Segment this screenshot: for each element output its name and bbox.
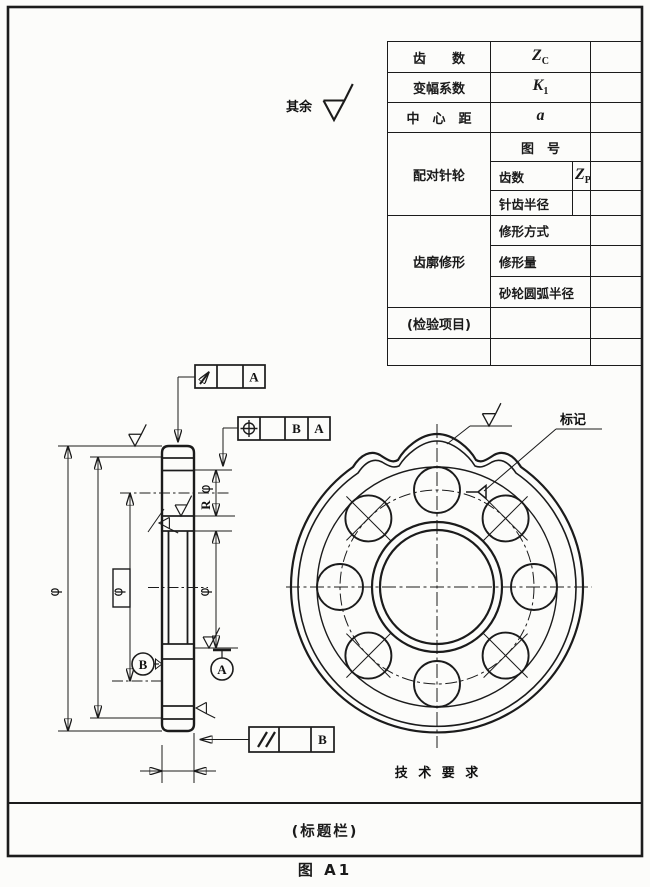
parallel-datum-letter: B <box>318 732 327 747</box>
table-row: 齿 数 ZC <box>387 41 644 73</box>
section-view <box>112 444 230 733</box>
row-label: 修形方式 <box>489 215 592 246</box>
value-cell <box>590 276 644 308</box>
roughness-icon <box>195 701 216 719</box>
position-datum2-letter: A <box>314 421 324 436</box>
parallelism-tolerance-frame: B <box>200 726 335 753</box>
row-label: 齿数 <box>490 161 573 191</box>
row-label: 图 号 <box>489 132 592 162</box>
row-label: 变幅系数 <box>387 72 491 103</box>
value-cell <box>590 215 644 246</box>
roughness-icon <box>322 82 354 122</box>
row-label: (检验项目) <box>387 307 491 339</box>
table-row: 中 心 距 a <box>387 102 644 133</box>
circular-runout-icon <box>200 372 209 385</box>
value-cell <box>590 72 644 103</box>
value-cell <box>590 102 644 133</box>
row-label: 针齿半径 <box>490 190 573 216</box>
datum-b-letter: B <box>139 657 148 672</box>
hole-dia-phi: φ <box>198 484 214 493</box>
outer-diameter-label: φ <box>47 587 63 596</box>
row-label: 中 心 距 <box>387 102 491 133</box>
roughness-icon <box>481 402 502 427</box>
runout-datum-letter: A <box>249 370 259 385</box>
roughness-icon <box>128 423 147 447</box>
hole-dia-r: R <box>198 500 213 510</box>
table-row: 配对针轮 图 号 <box>387 132 644 216</box>
value-cell <box>590 41 644 73</box>
row-label: 齿 数 <box>387 41 491 73</box>
table-row: 变幅系数 K1 <box>387 72 644 103</box>
table-row: 齿数 ZP <box>388 161 644 191</box>
row-symbol: ZC <box>489 41 592 73</box>
row-symbol: K1 <box>489 72 592 103</box>
value-cell <box>590 132 644 162</box>
mark-label: 标记 <box>559 412 586 428</box>
position-tolerance-frame: B A <box>223 416 331 466</box>
sheet-border <box>6 5 644 858</box>
roughness-icon <box>202 627 221 649</box>
tech-requirements-label: 技 术 要 求 <box>395 765 482 781</box>
row-label: 修形量 <box>489 245 592 277</box>
datum-a: A <box>210 648 234 681</box>
parallelism-icon <box>257 731 276 748</box>
position-icon <box>240 420 258 437</box>
value-cell <box>590 245 644 277</box>
empty-cell <box>387 338 491 366</box>
table-row: 砂轮圆弧半径 <box>388 276 644 308</box>
value-cell <box>590 338 644 366</box>
table-row: 齿廓修形 修形方式 <box>387 215 644 308</box>
value-cell <box>590 161 644 191</box>
datum-a-letter: A <box>217 662 227 677</box>
value-cell <box>590 190 644 216</box>
section-dimensions: φ φ φ R φ <box>47 446 238 783</box>
table-row <box>387 338 644 366</box>
row-symbol: a <box>489 102 592 133</box>
runout-tolerance-frame: A <box>178 364 266 442</box>
table-row: (检验项目) <box>387 307 644 339</box>
surface-note-group: 其余 <box>286 82 354 122</box>
bolt-circle-label: φ <box>111 587 127 596</box>
datum-b: B <box>131 652 163 676</box>
row-label: 砂轮圆弧半径 <box>489 276 592 308</box>
titleblock-label: (标题栏) <box>291 823 359 840</box>
empty-cell <box>489 338 592 366</box>
group-label: 配对针轮 <box>387 132 491 216</box>
position-datum1-letter: B <box>292 421 301 436</box>
value-cell <box>590 307 644 339</box>
section-roughness <box>128 423 221 719</box>
hole-centermarks <box>346 496 528 678</box>
surface-note-label: 其余 <box>286 99 313 115</box>
sub-cell <box>489 307 592 339</box>
bore-dia-label: φ <box>197 587 213 596</box>
row-symbol: ZP <box>571 161 592 191</box>
roughness-icon <box>174 495 193 517</box>
sub-cell <box>571 190 592 216</box>
figure-caption: 图 A1 <box>297 861 353 879</box>
parameter-table: 齿 数 ZC 变幅系数 K1 中 心 距 a 配对针轮 图 号 齿数 ZP 针齿… <box>387 41 644 366</box>
group-label: 齿廓修形 <box>387 215 491 308</box>
mark-callout: 标记 <box>466 412 602 501</box>
front-view: 标记 <box>286 402 602 748</box>
center-mark-icon <box>466 483 487 501</box>
